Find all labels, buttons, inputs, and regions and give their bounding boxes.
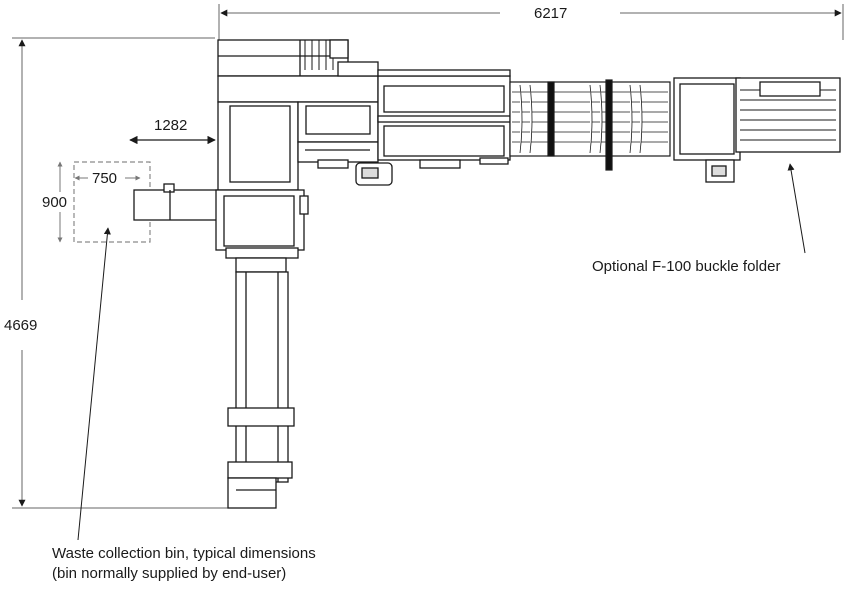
machine-lower-section: [215, 189, 309, 509]
waste-bin-callout-line2: (bin normally supplied by end-user): [52, 565, 287, 582]
leader-line-waste-bin: [77, 227, 111, 541]
bin-offset-label: 1282: [152, 117, 190, 134]
bin-depth-label: 900: [40, 194, 70, 211]
dimension-overall-width: [218, 4, 844, 40]
dimension-overall-depth: [12, 37, 232, 509]
bin-width-label: 750: [90, 170, 120, 187]
buckle-folder-unit: [673, 77, 841, 183]
waste-chute: [133, 183, 219, 221]
overall-depth-label: 4669: [2, 317, 40, 334]
machine-main-body: [217, 39, 511, 191]
leader-line-buckle-folder: [787, 163, 806, 254]
buckle-folder-callout: Optional F-100 buckle folder: [592, 258, 781, 275]
overall-width-label: 6217: [532, 5, 570, 22]
waste-bin-callout-line1: Waste collection bin, typical dimensions: [52, 545, 316, 562]
machine-right-conveyor: [509, 79, 671, 171]
